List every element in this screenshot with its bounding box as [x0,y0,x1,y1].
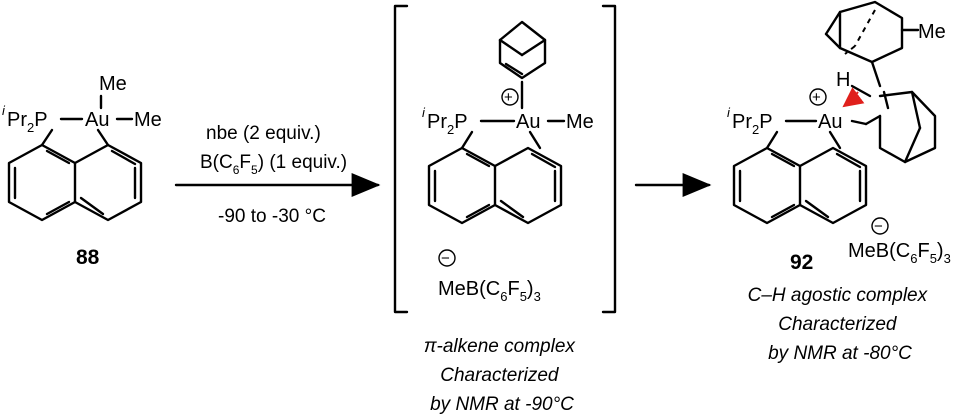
intermediate-bonds [427,119,566,225]
svg-text:+: + [812,89,821,106]
compound-92-caption: C–H agostic complex Characterized by NMR… [748,285,933,364]
reaction-arrow-1: nbe (2 equiv.) B(C6F5) (1 equiv.) -90 to… [174,123,381,227]
lower-bicycle [864,90,937,164]
anion-charge: − [438,249,456,267]
gold-label: Au [818,111,842,133]
reaction-temperature: -90 to -30 °C [218,206,326,227]
cation-charge: + [501,88,519,106]
svg-text:+: + [504,89,513,106]
norbornene-ligand [498,20,547,110]
reagent-nbe: nbe (2 equiv.) [206,123,321,144]
me-right-label: Me [134,109,162,131]
intermediate-caption: π-alkene complex Characterized by NMR at… [424,336,580,415]
compound-number-92: 92 [790,251,813,274]
me-label: Me [918,21,946,43]
svg-text:−: − [441,250,450,267]
cation-charge: + [809,88,827,106]
counter-anion: MeB(C6F5)3 [438,278,541,304]
reagent-borane: B(C6F5) (1 equiv.) [200,152,347,177]
me-top-label: Me [99,73,127,95]
compound-92-bonds [732,119,868,225]
svg-text:−: − [874,218,883,235]
gold-label: Au [516,111,540,133]
anion-charge: − [871,217,889,235]
gold-label: Au [85,109,109,131]
left-bracket [393,4,409,314]
me-label: Me [566,111,594,133]
counter-anion: MeB(C6F5)3 [848,240,951,266]
upper-bicycle [824,0,920,88]
agostic-interaction-arrow [842,87,865,108]
agostic-h-label: H [836,69,850,91]
compound-88-bonds [7,94,143,222]
right-bracket [601,4,617,314]
compound-number-88: 88 [76,246,100,269]
